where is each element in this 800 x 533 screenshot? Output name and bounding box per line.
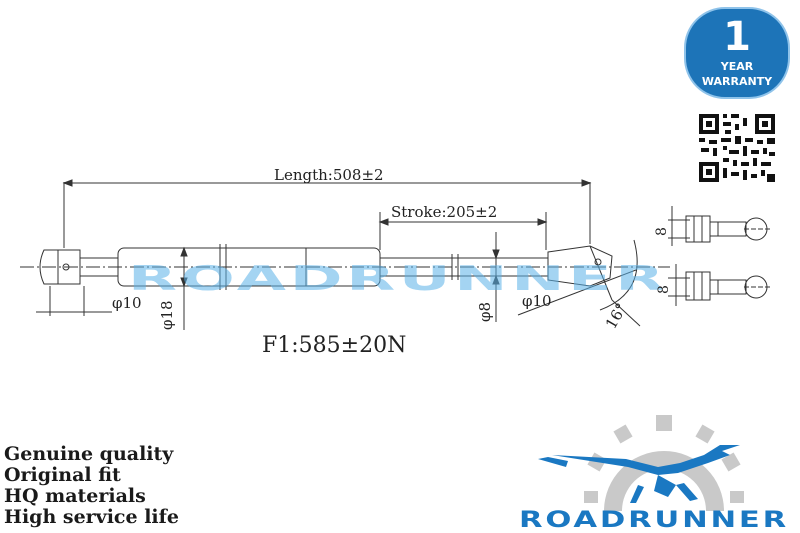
fitting-bottom-label: 8 [656, 285, 672, 294]
qr-code [697, 112, 777, 184]
warranty-badge: 1 YEAR WARRANTY [684, 7, 790, 99]
roadrunner-watermark: ROADRUNNER [128, 259, 668, 299]
angle-label: 16° [602, 300, 631, 332]
feature-item: High service life [4, 506, 179, 528]
end-diameter-label: φ10 [522, 292, 552, 310]
brand-name: ROADRUNNER [519, 508, 789, 533]
feature-item: Genuine quality [4, 443, 174, 465]
warranty-label: WARRANTY [702, 75, 773, 88]
warranty-year-label: YEAR [720, 60, 754, 73]
body-diameter-label: φ18 [158, 300, 176, 330]
stroke-dimension-label: Stroke:205±2 [391, 203, 497, 221]
feature-item: HQ materials [4, 485, 146, 507]
feature-item: Original fit [4, 464, 121, 486]
force-label: F1:585±20N [262, 333, 406, 358]
fitting-top-label: 8 [654, 227, 670, 236]
feature-list: Genuine quality Original fit HQ material… [4, 444, 179, 528]
roadrunner-bird-icon [538, 445, 740, 503]
rod-diameter-label: φ8 [476, 302, 494, 322]
length-dimension-label: Length:508±2 [274, 166, 384, 184]
cylinder-diameter-label: φ10 [112, 294, 142, 312]
roadrunner-logo: ROADRUNNER [519, 415, 789, 533]
warranty-number: 1 [723, 14, 751, 60]
